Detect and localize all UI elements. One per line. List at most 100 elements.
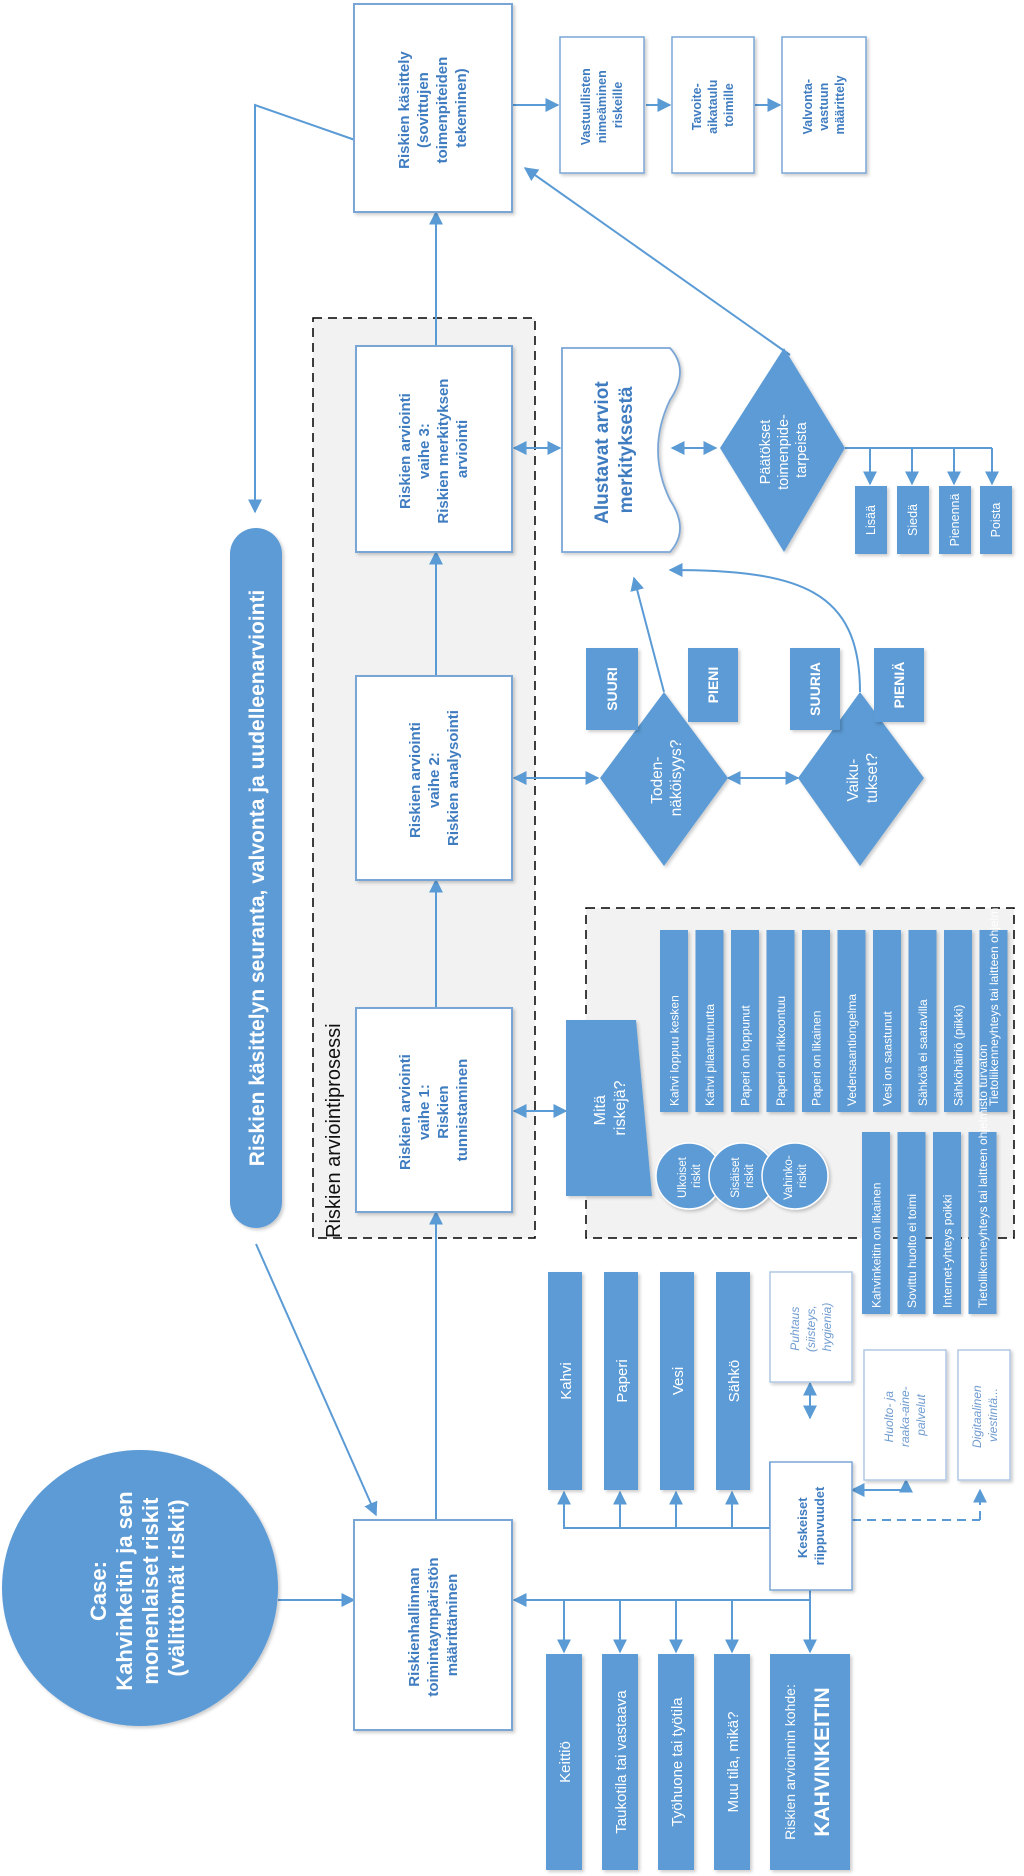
- svg-text:SUURIA: SUURIA: [807, 662, 823, 716]
- svg-text:Ulkoiset riskit: Ulkoiset riskit: [677, 1154, 703, 1198]
- svg-text:Huolto- ja raaka-aine-: Huolto- ja raaka-aine- palvelut: [882, 1383, 928, 1447]
- svg-text:Kahvi: Kahvi: [558, 1362, 575, 1400]
- connectors: [248, 98, 999, 1654]
- svg-text:SUURI: SUURI: [604, 667, 620, 711]
- treatment-task-schedule: Tavoite- aikataulu toimille: [671, 36, 755, 174]
- process-panel-label: Riskien arviointiprosessi: [323, 1023, 345, 1238]
- decision-option-siedä: Siedä: [897, 486, 929, 554]
- svg-text:Vahinko- riskit: Vahinko- riskit: [783, 1152, 809, 1200]
- risk-label: Paperi on loppunut: [739, 1005, 753, 1106]
- risk-bar: [731, 930, 759, 1112]
- step-phase3-box: Riskien arviointi vaihe 3: Riskien merki…: [355, 345, 513, 553]
- svg-text:Sähkö: Sähkö: [726, 1360, 743, 1403]
- step-phase1-box: Riskien arviointi vaihe 1: Riskien tunni…: [355, 1007, 513, 1213]
- dependency-digital-box: Digitaalinen viestintä...: [957, 1349, 1011, 1481]
- risk-bar: [695, 930, 724, 1112]
- svg-text:Valvonta- vastuun: Valvonta- vastuun määrittely: [801, 75, 847, 134]
- resource-paperi: Paperi: [604, 1272, 638, 1490]
- svg-text:Siedä: Siedä: [906, 504, 920, 536]
- monitoring-banner: Riskien käsittelyn seuranta, valvonta ja…: [230, 528, 282, 1228]
- probability-high-badge: SUURI: [586, 648, 638, 730]
- risk-bar: [979, 930, 1008, 1112]
- svg-text:Digitaalinen viestintä..: Digitaalinen viestintä...: [970, 1382, 1000, 1448]
- step-phase2-box: Riskien arviointi vaihe 2: Riskien analy…: [355, 675, 513, 881]
- step-treatment-box: Riskien käsittely (sovittujen toimenpite…: [353, 3, 513, 213]
- risk-bar: [897, 1132, 926, 1314]
- risk-bar: [933, 1132, 961, 1314]
- decision-option-poista: Poista: [980, 486, 1012, 554]
- svg-text:Taukotila tai vastaava: Taukotila tai vastaava: [613, 1690, 630, 1834]
- risk-label: Sähköhäiriö (piikki): [952, 1005, 966, 1106]
- decision-option-lisaa: Lisää: [855, 486, 887, 554]
- probability-diamond: Toden- näköisyys?: [600, 692, 728, 866]
- monitoring-banner-label: Riskien käsittelyn seuranta, valvonta ja…: [246, 590, 269, 1167]
- treatment-task-responsibility: Vastuullisten nimeäminen riskeille: [559, 36, 645, 174]
- case-title: Case: Kahvinkeitin ja sen monenlaiset ri…: [86, 1485, 189, 1690]
- treatment-task-supervision: Valvonta- vastuun määrittely: [781, 36, 867, 174]
- decisions-diamond: Päätökset toimenpide- tarpeista: [720, 348, 845, 552]
- risk-label: Sähköä ei saatavilla: [916, 999, 930, 1106]
- dependency-cleaning-box: Puhtaus (siisteys, hygienia): [769, 1271, 853, 1383]
- risk-bar: [908, 930, 937, 1112]
- svg-text:Paperi: Paperi: [614, 1359, 631, 1402]
- risk-label: Vedensaantiongelma: [845, 994, 859, 1106]
- what-risks-shape: Mitä riskejä?: [566, 1020, 652, 1196]
- svg-text:Riskien arviointi vaihe: Riskien arviointi vaihe 3: Riskien merki…: [397, 374, 471, 523]
- svg-text:Lisää: Lisää: [864, 505, 878, 535]
- risk-label: Tietoliikenneyhteys tai laitteen ohjelmi…: [987, 842, 1001, 1106]
- location-keittio: Keittiö: [546, 1654, 582, 1870]
- preliminary-assessment: Alustavat arviot merkityksestä: [561, 347, 681, 553]
- risk-label: Sovittu huolto ei toimi: [905, 1194, 919, 1308]
- risk-label: Tietoliikenneyhteys tai laitteen ohjelmi…: [976, 1044, 990, 1308]
- risk-type-external: Ulkoiset riskit: [655, 1142, 723, 1210]
- case-circle: Case: Kahvinkeitin ja sen monenlaiset ri…: [2, 1450, 278, 1726]
- svg-text:Sisäiset riskit: Sisäiset riskit: [730, 1154, 756, 1197]
- risk-bar: [862, 1132, 890, 1314]
- risk-bar: [837, 930, 866, 1112]
- risk-label: Paperi on likainen: [810, 1011, 824, 1106]
- svg-text:Riskien arviointi vaihe: Riskien arviointi vaihe 2: Riskien analy…: [407, 710, 462, 846]
- risk-label: Kahvinkeitin on likainen: [870, 1183, 884, 1308]
- svg-text:Pienennä: Pienennä: [948, 494, 962, 547]
- location-taukotila: Taukotila tai vastaava: [602, 1654, 638, 1870]
- impact-high-badge: SUURIA: [790, 648, 840, 730]
- svg-text:Riskien käsittely (sovit: Riskien käsittely (sovittujen toimenpite…: [396, 47, 470, 169]
- risk-label: Paperi on rikkoontuu: [774, 996, 788, 1106]
- assessment-target: Riskien arvioinnin kohde: KAHVINKEITIN: [770, 1654, 850, 1870]
- risk-bar: [766, 930, 795, 1112]
- impact-low-badge: PIENIÄ: [874, 648, 924, 722]
- resource-vesi: Vesi: [660, 1272, 694, 1490]
- svg-text:Työhuone tai työtila: Työhuone tai työtila: [669, 1697, 686, 1827]
- svg-text:Vesi: Vesi: [670, 1367, 687, 1395]
- svg-text:Riskien arviointi vaihe: Riskien arviointi vaihe 1: Riskien tunni…: [397, 1050, 471, 1170]
- svg-text:Keskeiset riippuvuudet: Keskeiset riippuvuudet: [795, 1486, 827, 1565]
- svg-text:Vaiku- tukset?: Vaiku- tukset?: [845, 753, 881, 803]
- resource-kahvi: Kahvi: [548, 1272, 582, 1490]
- svg-text:Puhtaus (siisteys,: Puhtaus (siisteys, hygienia): [788, 1302, 834, 1352]
- location-tyohuone: Työhuone tai työtila: [658, 1654, 694, 1870]
- svg-text:PIENIÄ: PIENIÄ: [891, 662, 907, 709]
- risk-bar: [660, 930, 688, 1112]
- impact-diamond: Vaiku- tukset?: [798, 692, 924, 866]
- svg-text:KAHVINKEITIN: KAHVINKEITIN: [811, 1687, 834, 1836]
- decision-option-pienenna: Pienennä: [939, 486, 971, 554]
- probability-low-badge: PIENI: [688, 648, 738, 722]
- svg-text:Vastuullisten nimeäminen: Vastuullisten nimeäminen riskeille: [579, 65, 625, 146]
- risk-label: Internet-yhteys poikki: [941, 1195, 955, 1308]
- svg-text:Riskienhallinnan toimint: Riskienhallinnan toimintaympäristön määr…: [406, 1553, 461, 1696]
- risk-bar: [944, 930, 972, 1112]
- svg-text:Riskien arvioinnin kohde:: Riskien arvioinnin kohde:: [782, 1684, 798, 1840]
- risk-bar: [968, 1132, 997, 1314]
- svg-text:PIENI: PIENI: [705, 667, 721, 704]
- risk-label: Vesi on saastunut: [881, 1011, 895, 1106]
- step-context-box: Riskienhallinnan toimintaympäristön määr…: [353, 1519, 513, 1731]
- svg-text:Alustavat arviot merkity: Alustavat arviot merkityksestä: [592, 376, 637, 524]
- risk-bar: [873, 930, 901, 1112]
- svg-text:Mitä riskejä?: Mitä riskejä?: [592, 1080, 629, 1135]
- svg-text:Tavoite- aikataulu: Tavoite- aikataulu toimille: [690, 76, 736, 134]
- resource-sahko: Sähkö: [716, 1272, 750, 1490]
- risk-label: Kahvi loppuu kesken: [668, 995, 682, 1106]
- risk-list-bottom: Kahvinkeitin on likainen Sovittu huolto e…: [862, 1044, 997, 1314]
